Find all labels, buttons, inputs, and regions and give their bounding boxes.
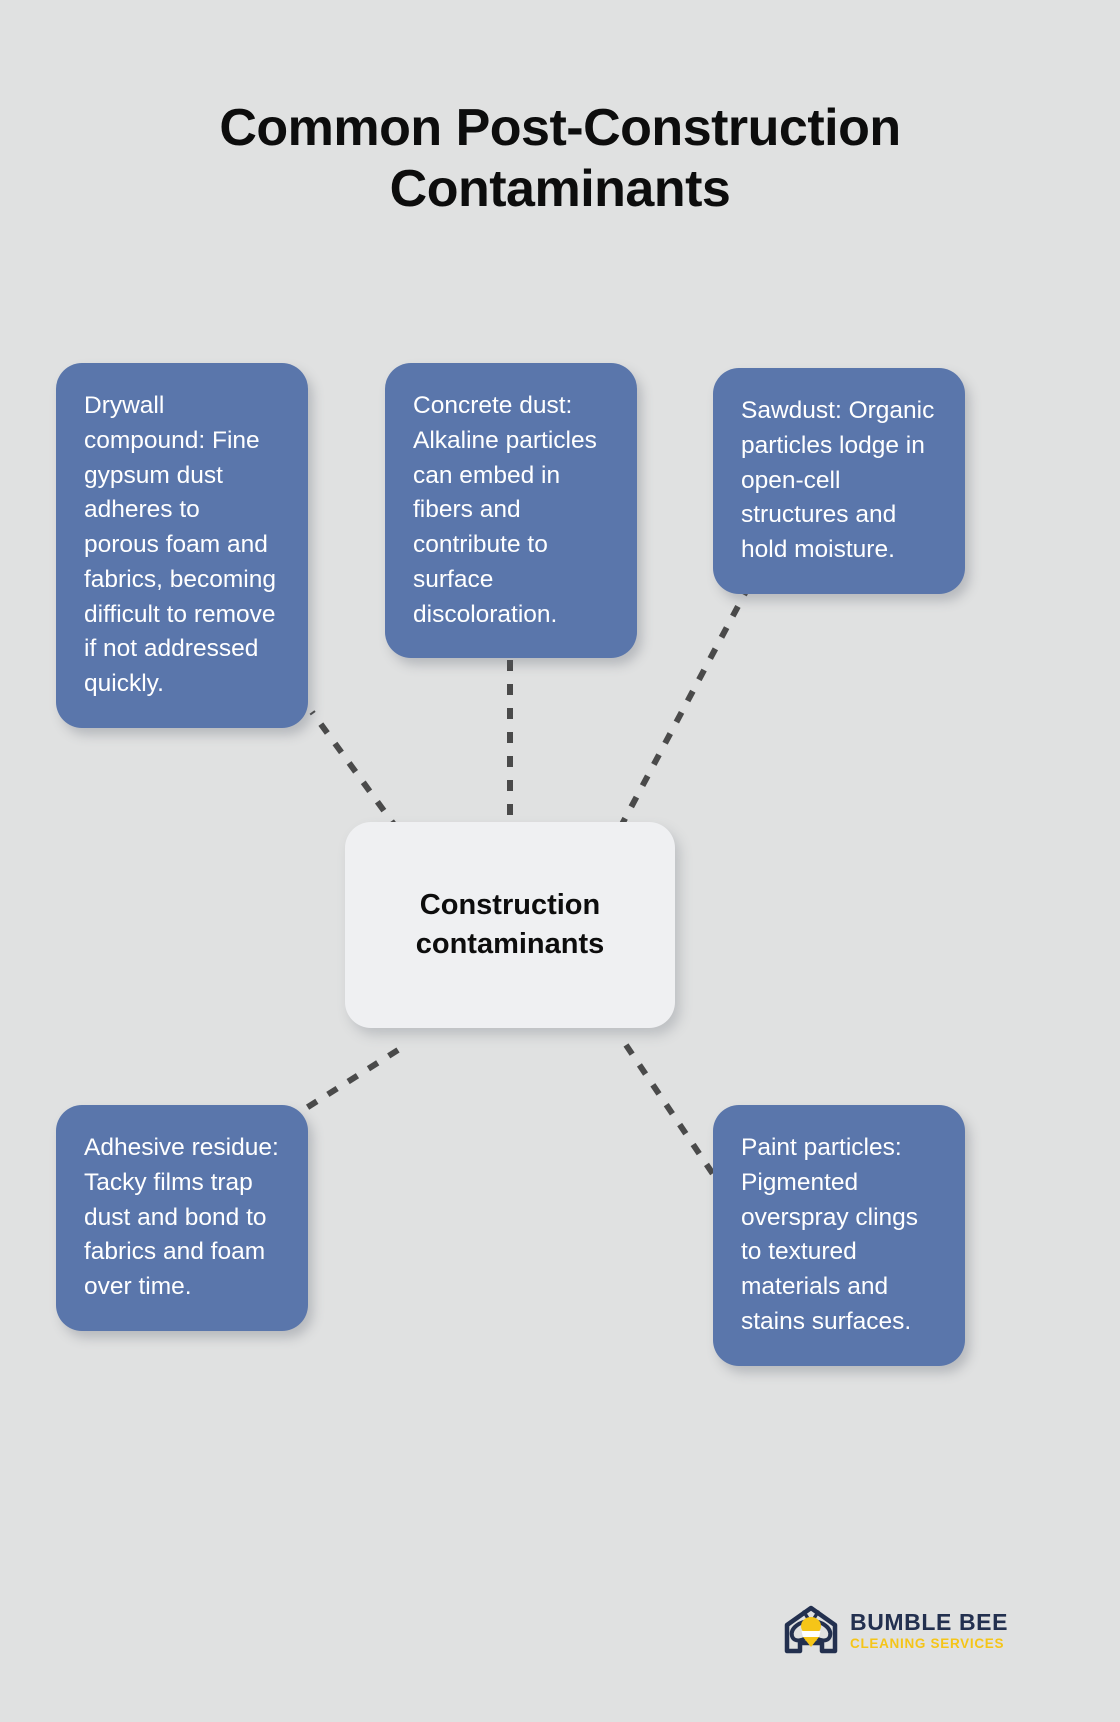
center-node: Construction contaminants <box>345 822 675 1028</box>
bee-in-house-icon <box>784 1605 838 1654</box>
card-sawdust: Sawdust: Organic particles lodge in open… <box>713 368 965 594</box>
connector-to-drywall <box>309 710 401 832</box>
connector-to-sawdust <box>617 578 755 830</box>
logo-tagline: CLEANING SERVICES <box>850 1636 1005 1652</box>
center-node-label: Construction contaminants <box>415 888 605 960</box>
card-paint-particles: Paint particles: Pigmented overspray cli… <box>713 1105 965 1366</box>
card-text: Concrete dust: Alkaline particles can em… <box>413 392 597 628</box>
brand-logo: BUMBLE BEE CLEANING SERVICES <box>780 1600 1010 1662</box>
card-text: Adhesive residue: Tacky films trap dust … <box>84 1134 279 1301</box>
connector-to-adhesive <box>298 1047 400 1115</box>
card-concrete-dust: Concrete dust: Alkaline particles can em… <box>385 363 637 659</box>
page-title: Common Post-Construction Contaminants <box>219 99 901 219</box>
card-drywall-compound: Drywall compound: Fine gypsum dust adher… <box>56 363 308 729</box>
card-text: Drywall compound: Fine gypsum dust adher… <box>84 392 277 698</box>
card-adhesive-residue: Adhesive residue: Tacky films trap dust … <box>56 1105 308 1331</box>
card-text: Paint particles: Pigmented overspray cli… <box>741 1134 919 1335</box>
card-text: Sawdust: Organic particles lodge in open… <box>741 397 935 564</box>
logo-wordmark: BUMBLE BEE CLEANING SERVICES <box>850 1611 1008 1651</box>
logo-name: BUMBLE BEE <box>850 1609 1009 1636</box>
